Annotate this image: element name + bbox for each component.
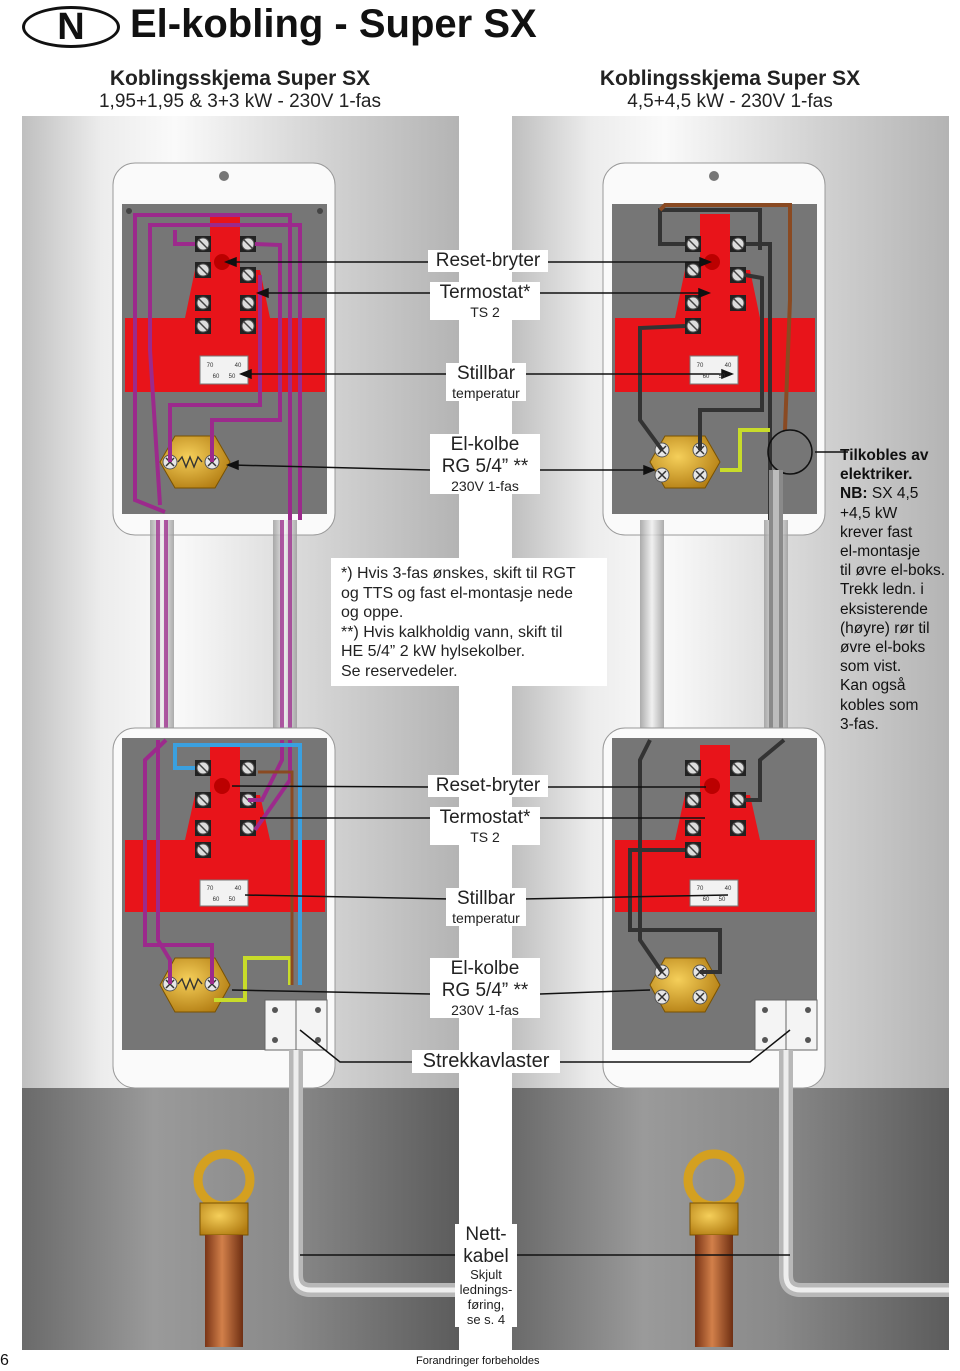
cable-line-1: Nett- (465, 1224, 507, 1245)
upper-thermostat-label: Termostat* TS 2 (430, 282, 540, 320)
dial-label-left: 70 (697, 886, 704, 892)
dial-label-min: 60 (213, 374, 220, 380)
dial-label-max: 50 (229, 374, 236, 380)
upper-element-spec: RG 5/4” ** (441, 455, 529, 477)
dial-label-min: 60 (213, 897, 220, 903)
cable-line-5: føring, (467, 1296, 505, 1312)
strain-relief-label: Strekkavlaster (412, 1050, 560, 1073)
side-note-line-8: Trekk ledn. i (840, 581, 924, 599)
cable-label: Nett- kabel Skjult lednings- føring, se … (455, 1224, 517, 1328)
lower-element-label: El-kolbe RG 5/4” ** 230V 1-fas (430, 958, 540, 1018)
upper-element-text: El-kolbe (450, 434, 520, 455)
upper-adjustable-label: Stillbar temperatur (446, 363, 526, 401)
page-number: 6 (0, 1352, 9, 1369)
dial-label-min: 60 (703, 374, 710, 380)
dial-label-max: 50 (719, 374, 726, 380)
lower-element-volt: 230V 1-fas (451, 1001, 519, 1018)
strain-relief-text: Strekkavlaster (422, 1050, 550, 1072)
side-note-nb: NB: (840, 485, 868, 503)
lower-element-text: El-kolbe (450, 958, 520, 979)
pointer-lines (223, 256, 848, 1256)
dial-label-right: 40 (235, 363, 242, 369)
note-line-6: Se reservedeler. (341, 662, 458, 680)
cable-line-3: Skjult (470, 1266, 502, 1282)
cable-line-6: se s. 4 (466, 1311, 506, 1327)
side-note-line-2: elektriker. (840, 466, 913, 484)
right-lower-box (602, 727, 826, 1089)
left-subtitle: Koblingsskjema Super SX 1,95+1,95 & 3+3 … (40, 67, 440, 113)
page-title: El-kobling - Super SX (130, 2, 537, 46)
upper-adjustable-sub: temperatur (452, 384, 520, 401)
lower-reset-text: Reset-bryter (435, 775, 541, 796)
left-anode (193, 1149, 255, 1347)
upper-reset-label: Reset-bryter (428, 250, 548, 272)
upper-adjustable-text: Stillbar (456, 363, 516, 384)
side-note-line-6: el-montasje (840, 543, 921, 561)
note-line-4: **) Hvis kalkholdig vann, skift til (341, 623, 563, 641)
lower-reset-label: Reset-bryter (428, 775, 548, 797)
right-anode (683, 1149, 745, 1347)
side-note-line-14: kobles som (840, 696, 919, 714)
dial-label-right: 40 (235, 886, 242, 892)
left-heading: Koblingsskjema Super SX (109, 67, 371, 90)
right-spec: 4,5+4,5 kW - 230V 1-fas (627, 91, 833, 112)
side-note-line-9: eksisterende (840, 600, 928, 618)
cable-line-4: lednings- (459, 1281, 513, 1297)
lower-element-spec: RG 5/4” ** (441, 979, 529, 1001)
dial-label-right: 40 (725, 363, 732, 369)
dial-label-left: 70 (697, 363, 704, 369)
right-subtitle: Koblingsskjema Super SX 4,5+4,5 kW - 230… (530, 67, 930, 113)
dial-label-left: 70 (207, 363, 214, 369)
lower-thermostat-sub: TS 2 (470, 828, 500, 845)
notes-box: *) Hvis 3-fas ønskes, skift til RGT og T… (331, 558, 607, 686)
side-note-line-5: krever fast (840, 523, 913, 541)
left-upper-box (112, 162, 336, 536)
side-note-line-7: til øvre el-boks. (840, 562, 946, 580)
note-line-5: HE 5/4” 2 kW hylsekolber. (341, 643, 526, 660)
right-heading: Koblingsskjema Super SX (599, 67, 861, 90)
right-upper-box (602, 162, 826, 536)
dial-label-left: 70 (207, 886, 214, 892)
footer-disclaimer: Forandringer forbeholdes (416, 1355, 540, 1367)
side-note-line-3-text: SX 4,5 (867, 485, 919, 503)
lower-adjustable-text: Stillbar (456, 888, 516, 909)
left-lower-box (112, 727, 336, 1089)
lower-thermostat-label: Termostat* TS 2 (430, 807, 540, 845)
dial-label-min: 60 (703, 897, 710, 903)
side-note-line-15: 3-fas. (840, 715, 879, 733)
lower-adjustable-label: Stillbar temperatur (446, 888, 526, 926)
dial-label-right: 40 (725, 886, 732, 892)
side-note-line-13: Kan også (840, 677, 906, 695)
dial-label-max: 50 (719, 897, 726, 903)
upper-reset-text: Reset-bryter (435, 250, 541, 271)
note-line-1: *) Hvis 3-fas ønskes, skift til RGT (341, 565, 576, 582)
upper-element-volt: 230V 1-fas (451, 477, 519, 494)
side-note-line-11: øvre el-boks (840, 639, 926, 657)
side-note-line-10: (høyre) rør til (840, 619, 930, 637)
side-note-line-3: NB: SX 4,5 (840, 484, 960, 503)
upper-thermostat-text: Termostat* (439, 282, 531, 303)
upper-element-label: El-kolbe RG 5/4” ** 230V 1-fas (430, 434, 540, 494)
note-line-2: og TTS og fast el-montasje nede (341, 584, 573, 602)
side-note-line-1: Tilkobles av (840, 447, 929, 464)
lower-thermostat-text: Termostat* (439, 807, 531, 828)
dial-label-max: 50 (229, 897, 236, 903)
note-line-3: og oppe. (341, 604, 404, 621)
side-note-line-12: som vist. (840, 658, 902, 676)
upper-thermostat-sub: TS 2 (470, 303, 500, 320)
side-note-line-4: +4,5 kW (840, 504, 898, 522)
side-note: Tilkobles av elektriker. NB: SX 4,5 +4,5… (840, 446, 960, 734)
left-spec: 1,95+1,95 & 3+3 kW - 230V 1-fas (98, 91, 381, 112)
lower-adjustable-sub: temperatur (452, 909, 520, 926)
cable-line-2: kabel (463, 1245, 509, 1267)
language-badge: N (22, 6, 120, 48)
